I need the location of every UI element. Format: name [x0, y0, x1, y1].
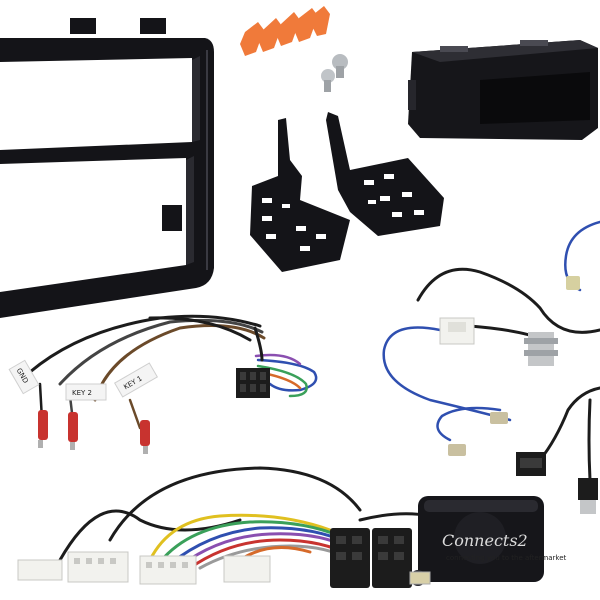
wire-tag-gnd: GND: [8, 359, 40, 395]
interface-box-tagline: connecting you to the aftermarket: [446, 554, 567, 562]
key-wire-harness: [28, 314, 318, 432]
harness-connectors: [17, 528, 412, 588]
storage-pocket: [408, 40, 598, 140]
wire-tag-key1: KEY 1: [113, 362, 159, 398]
fascia-panel: [0, 18, 214, 318]
main-wiring-harness: [58, 466, 432, 570]
black-multipin-plug: [236, 368, 270, 398]
mounting-brackets: [250, 112, 444, 272]
antenna-connectors: [439, 276, 598, 514]
wire-tag-key2-text: KEY 2: [72, 389, 92, 397]
interface-box: Connects2 connecting you to the aftermar…: [409, 496, 567, 586]
screws: [321, 54, 348, 92]
interface-box-brand: Connects2: [442, 531, 528, 550]
antenna-adapter: [382, 220, 600, 482]
red-spade-terminals: [38, 410, 150, 454]
orange-clips: [240, 6, 330, 56]
wire-tag-key2: KEY 2: [65, 383, 107, 401]
